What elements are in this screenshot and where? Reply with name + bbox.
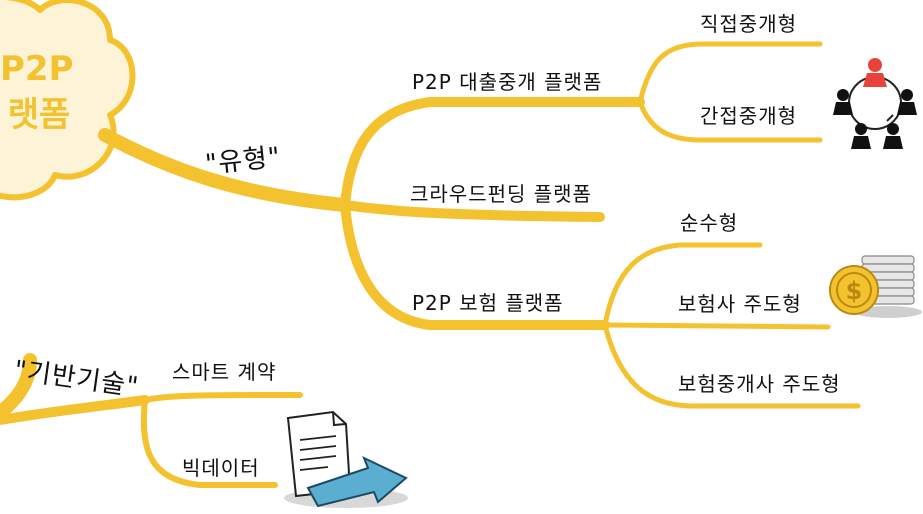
label-insurance-platform: P2P 보험 플랫폼	[412, 291, 564, 315]
label-broker-led: 보험중개사 주도형	[678, 372, 841, 396]
people-network-icon	[833, 58, 917, 149]
gold-coins-icon: $	[829, 255, 922, 318]
label-loan-platform: P2P 대출중개 플랫폼	[412, 70, 603, 94]
svg-text:$: $	[846, 277, 863, 305]
branch-loan	[340, 97, 645, 210]
branch-insurance	[340, 200, 610, 330]
document-arrow-icon	[284, 410, 408, 508]
branch-broker-led	[602, 322, 861, 409]
label-insurer-led: 보험사 주도형	[678, 292, 802, 316]
label-types: "유형"	[203, 142, 283, 180]
label-direct-brokerage: 직접중개형	[700, 12, 797, 36]
root-title-line2: 랫폼	[7, 95, 71, 135]
root-title-line1: P2P	[0, 49, 74, 89]
branch-crowd	[340, 200, 605, 222]
branch-big-data	[140, 397, 278, 488]
label-pure-type: 순수형	[680, 211, 739, 235]
branch-indirect	[637, 99, 823, 143]
branch-tech-fork	[0, 395, 150, 425]
branch-direct	[637, 41, 823, 105]
root-cloud	[0, 0, 136, 201]
branch-lines	[0, 41, 861, 488]
label-indirect-brokerage: 간접중개형	[700, 104, 797, 128]
label-crowdfunding-platform: 크라우드펀딩 플랫폼	[410, 182, 592, 206]
branch-pure	[602, 242, 763, 328]
label-smart-contract: 스마트 계약	[172, 360, 277, 384]
branch-root-tech	[0, 353, 37, 422]
branch-insurer-led	[602, 322, 831, 330]
label-big-data: 빅데이터	[182, 456, 260, 480]
branch-root-types	[98, 128, 352, 212]
branch-smart-contract	[142, 392, 303, 403]
